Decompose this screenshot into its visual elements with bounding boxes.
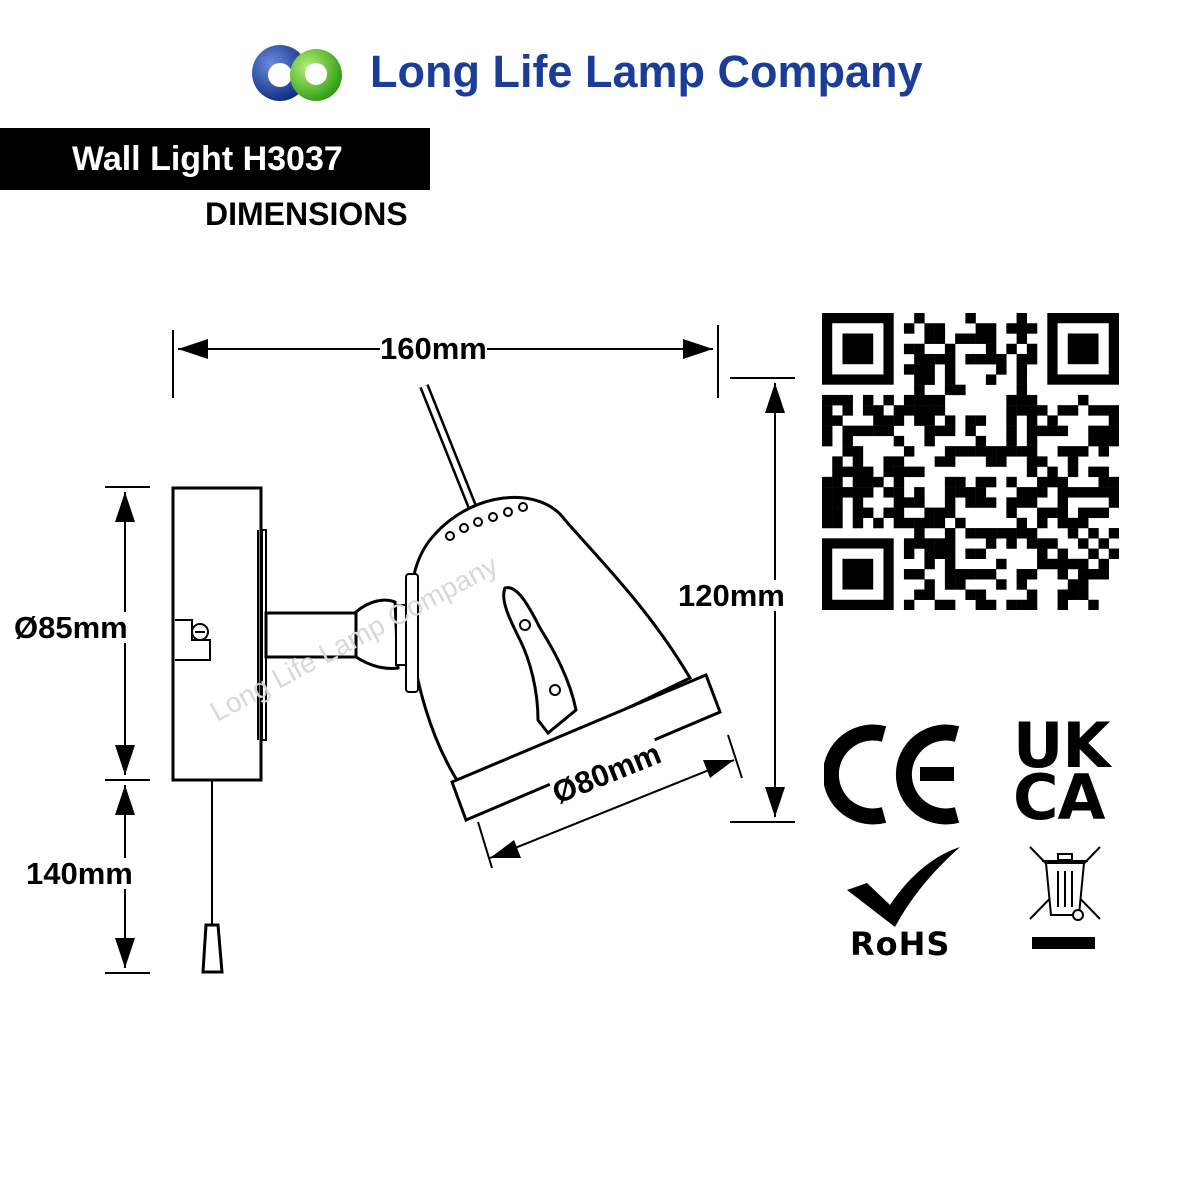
product-title: Wall Light H3037 [72, 140, 343, 178]
pull-cord-handle [201, 923, 224, 974]
backplate-diameter-label: Ø85mm [14, 610, 128, 645]
title-bar [0, 128, 430, 190]
height-label: 120mm [678, 578, 785, 613]
crossed-bin-icon [1029, 846, 1101, 949]
brand-name: Long Life Lamp Company [370, 46, 923, 97]
ukca-line1: UK [1013, 709, 1110, 782]
connecting-arm [264, 611, 360, 659]
two-circles-logo-icon [252, 45, 342, 101]
rohs-label: RoHS [850, 925, 951, 963]
head-dimension-line [489, 759, 735, 859]
ukca-line2: CA [1013, 761, 1105, 834]
rohs-check-icon [847, 847, 960, 927]
ukca-mark: UK CA [1013, 709, 1110, 834]
wall-backplate [171, 486, 263, 782]
lamp-rim [450, 673, 722, 822]
width-label: 160mm [380, 331, 487, 366]
brand-logo [250, 40, 350, 110]
ce-mark-icon [824, 724, 960, 825]
dimensions-heading: DIMENSIONS [205, 196, 408, 232]
qr-code-icon [822, 313, 1119, 610]
cord-length-label: 140mm [26, 856, 133, 891]
